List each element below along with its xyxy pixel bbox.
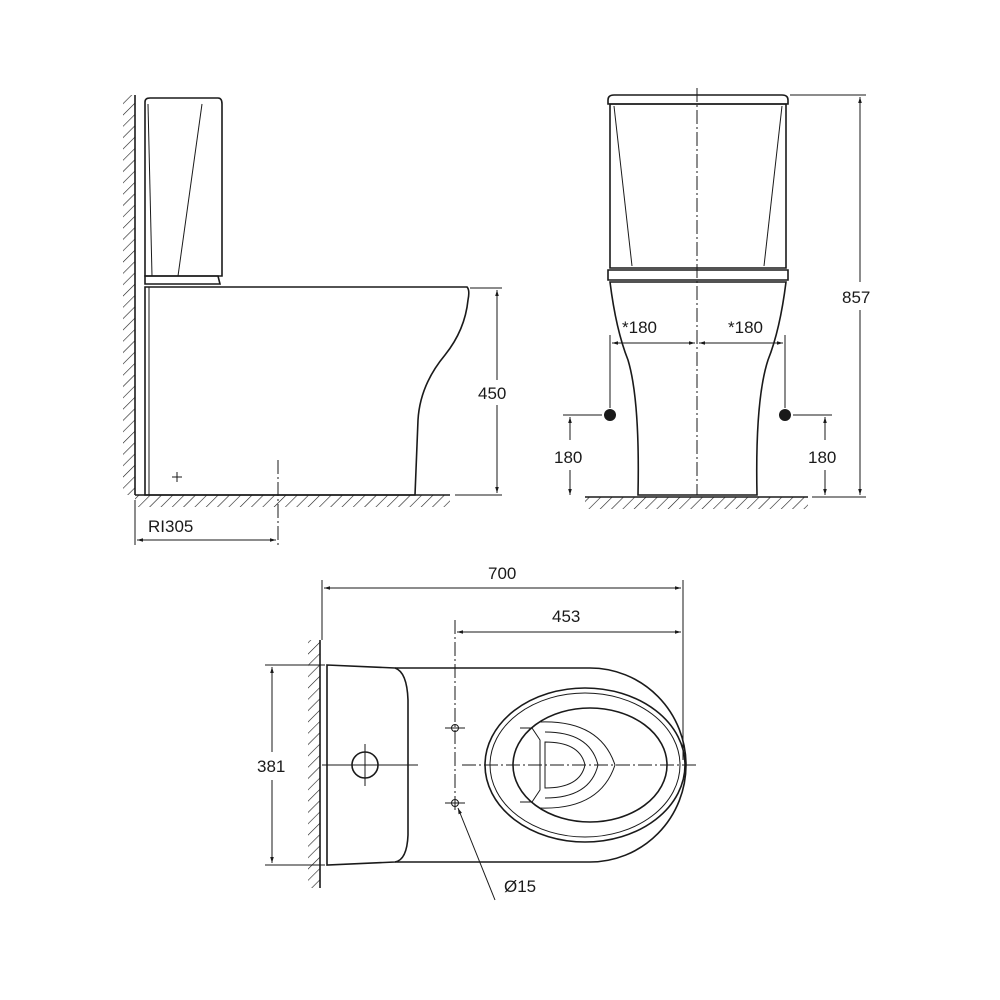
left-offset-label: *180 [622,318,657,337]
side-view: RI305 450 [123,95,506,545]
height-label: 450 [478,384,506,403]
left-fixing-point [604,409,616,421]
front-floor-hatch [585,497,808,509]
cistern-front [609,103,787,269]
left-height-label: 180 [554,448,582,467]
pedestal [609,281,787,496]
cistern-lid [607,94,789,105]
right-offset-label: *180 [728,318,763,337]
cistern-base-front [607,269,789,281]
cistern-base [144,275,222,285]
top-view: Ø15 700 453 381 [257,564,698,901]
rough-in-label: RI305 [148,517,193,536]
cistern-top [326,664,409,866]
floor-hatch [135,495,450,507]
hole-leader [457,807,496,901]
wall-hatch [123,95,135,495]
front-view: 857 *180 *180 180 180 [554,88,870,509]
total-height-label: 857 [842,288,870,307]
length-label: 700 [488,564,516,583]
bowl-body [144,286,470,496]
right-height-label: 180 [808,448,836,467]
fixing-distance-label: 453 [552,607,580,626]
right-fixing-point [779,409,791,421]
width-label: 381 [257,757,285,776]
top-wall-hatch [308,640,320,888]
hole-diameter-label: Ø15 [504,877,536,896]
cistern [144,97,223,277]
